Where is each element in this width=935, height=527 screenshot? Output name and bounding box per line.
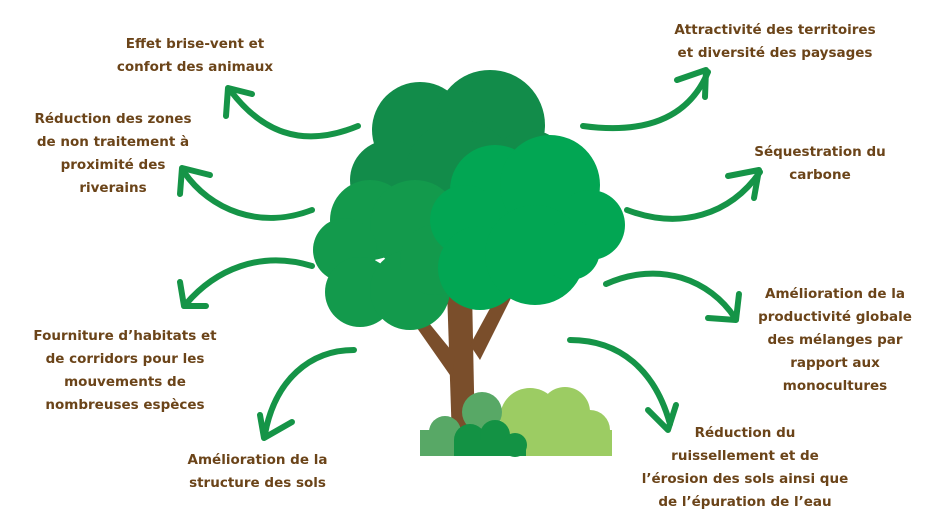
- label-habitats: Fourniture d’habitats et de corridors po…: [33, 328, 217, 413]
- arrow-buffer-zones: [177, 165, 315, 221]
- arrows: [177, 67, 763, 441]
- label-soil-structure: Amélioration de la structure des sols: [187, 452, 328, 491]
- arrow-productivity: [603, 270, 742, 323]
- arrow-habitats: [177, 257, 315, 309]
- bush-dark: [454, 420, 527, 457]
- label-productivity: Amélioration de la productivité globale …: [758, 286, 912, 394]
- arrow-soil-structure: [257, 347, 357, 441]
- arrow-windbreak: [223, 85, 361, 140]
- arrow-attractiveness: [580, 67, 711, 132]
- arrow-carbon: [624, 167, 763, 222]
- label-runoff: Réduction du ruissellement et de l’érosi…: [641, 425, 849, 510]
- label-buffer-zones: Réduction des zones de non traitement à …: [34, 111, 192, 196]
- foliage-front: [430, 135, 625, 310]
- bushes: [420, 387, 612, 457]
- label-windbreak: Effet brise-vent et confort des animaux: [116, 36, 274, 75]
- arrow-runoff: [567, 337, 679, 433]
- label-carbon: Séquestration du carbone: [754, 144, 886, 183]
- label-attractiveness: Attractivité des territoires et diversit…: [674, 22, 876, 61]
